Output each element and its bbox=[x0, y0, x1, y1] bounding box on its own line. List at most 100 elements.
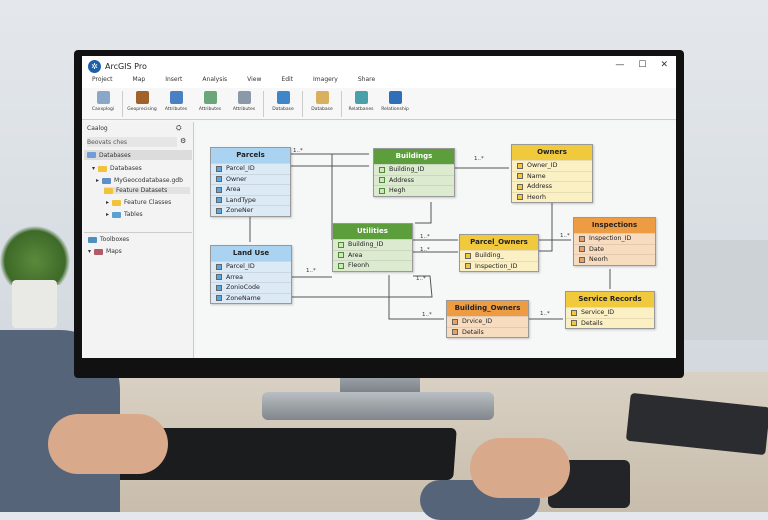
field-name: Date bbox=[589, 245, 605, 253]
cardinality-label: 1..* bbox=[540, 311, 550, 317]
table-field[interactable]: Fleonh bbox=[333, 260, 412, 271]
table-field[interactable]: Heorh bbox=[512, 191, 592, 202]
table-header: Parcel_Owners bbox=[460, 235, 538, 250]
close-button[interactable]: ✕ bbox=[660, 60, 668, 70]
table-field[interactable]: Name bbox=[512, 170, 592, 181]
table-field[interactable]: ZoneNer bbox=[211, 205, 290, 216]
catalog-search-input[interactable]: Beovats ches bbox=[87, 137, 177, 147]
tree-item-feature-classes[interactable]: ▸Feature Classes bbox=[106, 199, 172, 206]
table-field[interactable]: Service_ID bbox=[566, 307, 654, 318]
table-field[interactable]: Address bbox=[374, 174, 454, 185]
database-icon bbox=[276, 91, 290, 104]
field-name: Name bbox=[527, 172, 546, 180]
ribbon-button-relationship[interactable]: Relationship bbox=[378, 88, 412, 118]
tree-label: Maps bbox=[106, 248, 122, 255]
field-key-icon bbox=[216, 186, 222, 193]
field-key-icon bbox=[216, 274, 222, 281]
table-header: Owners bbox=[512, 145, 592, 160]
field-name: ZoneName bbox=[226, 294, 261, 302]
menu-bar: Project Map Insert Analysis View Edit Im… bbox=[82, 76, 676, 88]
tree-item-feature-datasets[interactable]: Feature Datasets bbox=[104, 187, 190, 194]
table-field[interactable]: Arrea bbox=[211, 271, 291, 282]
menu-imagery[interactable]: Imagery bbox=[313, 76, 338, 83]
field-name: Parcel_ID bbox=[226, 263, 255, 271]
table-field[interactable]: Drvice_ID bbox=[447, 316, 528, 327]
cardinality-label: 1..* bbox=[474, 156, 484, 162]
catalog-options-icon[interactable]: ⛭ bbox=[176, 124, 182, 132]
table-field[interactable]: ZonioCode bbox=[211, 282, 291, 293]
monitor-base bbox=[262, 392, 494, 420]
tree-label: Tables bbox=[124, 211, 143, 218]
catalog-icon bbox=[96, 91, 110, 104]
table-field[interactable]: Area bbox=[211, 184, 290, 195]
ribbon-button-attributes-edit[interactable]: Attributes bbox=[227, 88, 261, 118]
table-field[interactable]: Date bbox=[574, 243, 655, 254]
field-name: Parcel_ID bbox=[226, 165, 255, 173]
table-field[interactable]: Parcel_ID bbox=[211, 163, 290, 174]
tree-item-geodatabase[interactable]: ▸MyGeocodatabase.gdb bbox=[96, 177, 183, 184]
menu-view[interactable]: View bbox=[247, 76, 262, 83]
tree-item-maps[interactable]: ▾Maps bbox=[88, 248, 122, 255]
ribbon-button-attributes-table[interactable]: Attributes bbox=[193, 88, 227, 118]
ribbon-button-database[interactable]: Database bbox=[266, 88, 300, 118]
ribbon-separator bbox=[122, 91, 123, 117]
field-name: Details bbox=[462, 328, 484, 336]
minimize-button[interactable]: — bbox=[615, 60, 625, 70]
table-field[interactable]: ZoneName bbox=[211, 292, 291, 303]
table-field[interactable]: Neorh bbox=[574, 254, 655, 265]
table-field[interactable]: Area bbox=[333, 249, 412, 260]
ribbon-button-catalog[interactable]: Caxxplogi bbox=[86, 88, 120, 118]
ribbon-button-relationship-classes[interactable]: Relatbanes bbox=[344, 88, 378, 118]
ribbon-label: Relatbanes bbox=[348, 107, 374, 112]
tree-item-toolboxes[interactable]: Toolboxes bbox=[88, 236, 129, 243]
table-field[interactable]: Building_ bbox=[460, 250, 538, 261]
menu-insert[interactable]: Insert bbox=[165, 76, 183, 83]
ribbon-button-geoprocessing[interactable]: Geoprecising bbox=[125, 88, 159, 118]
table-field[interactable]: Owner_ID bbox=[512, 160, 592, 171]
table-field[interactable]: Building_ID bbox=[333, 239, 412, 250]
ribbon-button-database-map[interactable]: Database bbox=[305, 88, 339, 118]
table-field[interactable]: Details bbox=[566, 317, 654, 328]
tree-item-tables[interactable]: ▸Tables bbox=[106, 211, 143, 218]
field-name: Inspection_ID bbox=[475, 262, 518, 270]
relationship-line bbox=[291, 153, 333, 240]
table-field[interactable]: Address bbox=[512, 181, 592, 192]
tree-item-databases-root[interactable]: Databases bbox=[84, 150, 192, 160]
arcgis-window: ✲ ArcGIS Pro — ☐ ✕ Project Map Insert An… bbox=[82, 56, 676, 358]
maximize-button[interactable]: ☐ bbox=[638, 60, 647, 70]
field-name: Building_ID bbox=[348, 241, 384, 249]
table-field[interactable]: Owner bbox=[211, 173, 290, 184]
field-key-icon bbox=[465, 252, 471, 259]
menu-map[interactable]: Map bbox=[132, 76, 146, 83]
table-field[interactable]: Parcel_ID bbox=[211, 261, 291, 272]
field-key-icon bbox=[216, 176, 222, 183]
search-placeholder: Beovats ches bbox=[87, 138, 128, 146]
menu-edit[interactable]: Edit bbox=[281, 76, 294, 83]
table-field[interactable]: Hegh bbox=[374, 185, 454, 196]
catalog-pane: Caalog ⛭ Beovats ches ⚙ Databases ▾Datab… bbox=[84, 122, 194, 358]
settings-icon[interactable]: ⚙ bbox=[180, 137, 187, 145]
ribbon-label: Database bbox=[311, 107, 333, 112]
table-field[interactable]: Inspection_ID bbox=[574, 233, 655, 244]
field-key-icon bbox=[579, 256, 585, 263]
table-field[interactable]: Details bbox=[447, 326, 528, 337]
table-field[interactable]: LandType bbox=[211, 194, 290, 205]
tree-item-databases[interactable]: ▾Databases bbox=[92, 165, 142, 172]
ribbon-button-attributes[interactable]: Attributes bbox=[159, 88, 193, 118]
menu-analysis[interactable]: Analysis bbox=[202, 76, 228, 83]
menu-project[interactable]: Project bbox=[92, 76, 113, 83]
menu-share[interactable]: Share bbox=[357, 76, 376, 83]
table-field[interactable]: Inspection_ID bbox=[460, 260, 538, 271]
tree-label: Feature Datasets bbox=[116, 187, 168, 194]
table-field[interactable]: Building_ID bbox=[374, 164, 454, 175]
table-header: Buildings bbox=[374, 149, 454, 164]
